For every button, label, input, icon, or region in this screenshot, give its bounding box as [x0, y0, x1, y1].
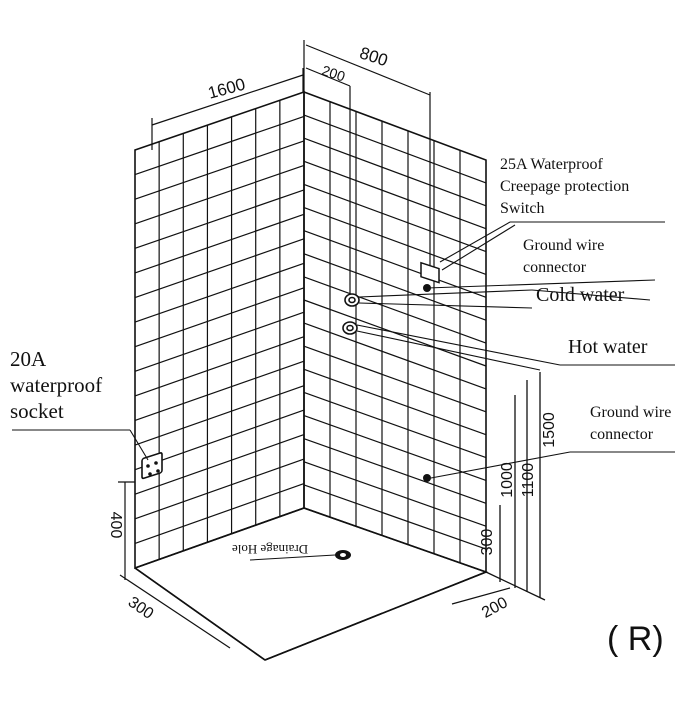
right-tile-row-line	[303, 206, 487, 276]
ground-wire-bottom-line-2: connector	[590, 426, 654, 443]
right-tile-row-line	[303, 160, 487, 230]
cold-water-inlet	[344, 293, 360, 307]
leader-cold-b	[358, 302, 533, 309]
dim-300-right-label: 300	[479, 529, 496, 556]
socket-label-line-2: waterproof	[10, 373, 102, 397]
left-tile-row-line	[134, 287, 305, 348]
cold-water-label: Cold water	[536, 284, 625, 306]
right-tile-row-line	[303, 368, 487, 436]
dim-1600-label: 1600	[206, 75, 247, 103]
left-tile-row-line	[134, 458, 305, 520]
right-tile-row-line	[303, 230, 487, 298]
dim-floor-200-label: 200	[479, 594, 511, 622]
left-tile-row-line	[134, 385, 305, 446]
dim-800-line	[305, 44, 431, 96]
left-tile-row-line	[134, 336, 305, 397]
drainage-hole	[335, 550, 351, 560]
drainage-hole-label: Drainage Hole	[232, 542, 308, 557]
ground-wire-bottom-line-1: Ground wire	[590, 404, 671, 421]
top-dimension-lines	[151, 40, 431, 300]
socket-label-line-3: socket	[10, 399, 64, 423]
floor-left-edge	[134, 567, 266, 661]
switch-label-line-1: 25A Waterproof	[500, 156, 604, 173]
right-tile-row-line	[303, 461, 487, 527]
left-tile-row-line	[134, 238, 305, 299]
dim-1600-line	[151, 74, 304, 126]
right-wall-tiles	[303, 101, 487, 563]
left-tile-row-line	[134, 140, 305, 200]
right-tile-row-line	[303, 276, 487, 344]
ground-wire-connector-bottom	[423, 474, 431, 482]
dim-floor-200-line	[451, 587, 511, 605]
left-wall-outline	[134, 90, 305, 570]
ground-wire-top-line-1: Ground wire	[523, 237, 604, 254]
dim-floor-300-line	[119, 574, 231, 649]
leader-switch-b	[441, 224, 516, 271]
right-tile-row-line	[303, 345, 487, 413]
leader-switch-a	[439, 221, 511, 263]
left-tile-row-line	[134, 409, 305, 471]
leader-ground-bottom-a	[430, 451, 571, 479]
leader-ground-top	[426, 279, 656, 289]
left-tile-row-line	[134, 262, 305, 323]
left-tile-row-line	[134, 434, 305, 495]
floor-front-edge	[264, 571, 487, 661]
dim-1500-label: 1500	[541, 412, 558, 448]
dim-1000-label: 1000	[499, 462, 516, 498]
right-tile-row-line	[303, 183, 487, 253]
leader-hot-b	[356, 330, 541, 371]
left-tile-row-line	[134, 482, 305, 544]
right-tile-row-line	[303, 391, 487, 459]
drain-leader	[249, 554, 336, 561]
leader-socket-b	[129, 429, 149, 461]
socket-label-line-1: 20A	[10, 347, 47, 371]
right-tile-row-line	[303, 137, 487, 207]
dim-400-label: 400	[107, 512, 124, 539]
left-wall-tiles	[134, 100, 305, 560]
right-tile-row-line	[303, 414, 487, 482]
left-tile-row-line	[134, 213, 305, 274]
leader-cold-c	[531, 289, 651, 301]
left-tile-row-line	[134, 311, 305, 372]
leader-hot-a	[356, 324, 561, 366]
leader-lines	[12, 221, 675, 479]
hot-water-label: Hot water	[568, 336, 648, 358]
dim-800-label: 800	[357, 43, 390, 70]
left-tile-row-line	[134, 360, 305, 422]
switch-box	[420, 261, 440, 284]
left-tile-row-line	[134, 164, 305, 225]
right-vertical-dimensions	[485, 372, 546, 601]
right-tile-row-line	[303, 114, 487, 184]
variant-label: ( R)	[607, 620, 664, 658]
right-tile-row-line	[303, 253, 487, 321]
dim-200-line	[305, 67, 351, 87]
left-400-dimension	[118, 481, 135, 580]
left-tile-row-line	[134, 189, 305, 249]
dim-1100-label: 1100	[520, 463, 537, 498]
dim-base-tick	[485, 571, 546, 601]
dim-floor-300-label: 300	[125, 594, 157, 623]
dim-200-top-label: 200	[320, 62, 347, 85]
hot-water-inlet	[342, 321, 358, 335]
floor-dimensions	[119, 574, 511, 649]
drain-center	[340, 553, 346, 557]
left-tile-row-line	[134, 115, 305, 176]
leader-cold-a	[358, 289, 533, 298]
switch-label-line-3: Switch	[500, 200, 544, 217]
switch-label-line-2: Creepage protection	[500, 178, 629, 195]
right-tile-row-line	[303, 438, 487, 504]
ground-wire-top-line-2: connector	[523, 259, 587, 276]
right-tile-row-line	[303, 484, 487, 550]
right-tile-row-line	[303, 322, 487, 390]
